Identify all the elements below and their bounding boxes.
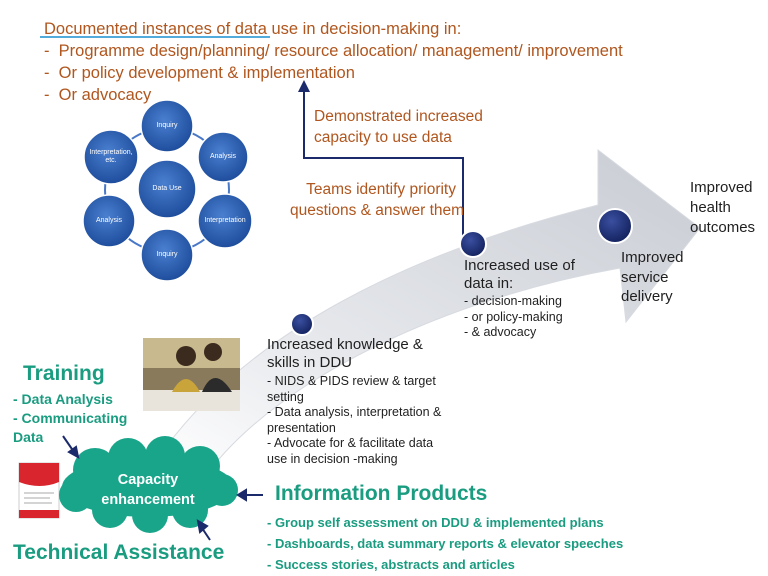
header-title: Documented instances of data use in deci…: [44, 20, 462, 38]
training-items: - Data Analysis - Communicating Data: [13, 391, 128, 445]
milestone-knowledge: Increased knowledge & skills in DDU - NI…: [267, 336, 442, 466]
pointer-arrows: [62, 435, 263, 541]
team-photo: [143, 338, 240, 411]
demonstrated-label: Demonstrated increased capacity to use d…: [314, 108, 483, 146]
capacity-label: Capacity enhancement: [101, 472, 195, 508]
cycle-node-analysis-left: [82, 194, 136, 248]
connector-arrowhead: [298, 80, 310, 92]
teams-label: Teams identify priority questions & answ…: [290, 181, 465, 219]
data-use-cycle: [82, 99, 253, 282]
header-item-3: - Or advocacy: [44, 86, 152, 104]
progress-arrow: [149, 148, 701, 471]
header-item-2: - Or policy development & implementation: [44, 64, 355, 82]
milestone-health: Improved health outcomes: [690, 179, 756, 236]
milestone-dot-knowledge: [290, 312, 314, 336]
information-products-title: Information Products: [275, 482, 488, 505]
capacity-cloud: [59, 436, 238, 533]
cycle-center-node: [137, 159, 197, 219]
milestone-service: Improved service delivery: [621, 249, 684, 305]
milestone-use: Increased use of data in: - decision-mak…: [464, 257, 575, 339]
milestone-dot-use: [459, 230, 487, 258]
cycle-node-interpretation-left: [83, 129, 139, 185]
information-products-list: - Group self assessment on DDU & impleme…: [267, 515, 624, 572]
cycle-node-analysis-right: [197, 131, 249, 183]
cycle-node-interpretation-right: [197, 193, 253, 249]
report-thumbnail: [18, 462, 60, 519]
cycle-node-inquiry-top: [140, 99, 194, 153]
cycle-node-inquiry-bottom: [140, 228, 194, 282]
header-block: Documented instances of data use in deci…: [44, 18, 623, 106]
technical-assistance-title: Technical Assistance: [13, 541, 225, 564]
training-title: Training: [23, 362, 105, 385]
milestone-dot-service: [597, 208, 633, 244]
header-item-1: - Programme design/planning/ resource al…: [44, 42, 623, 60]
